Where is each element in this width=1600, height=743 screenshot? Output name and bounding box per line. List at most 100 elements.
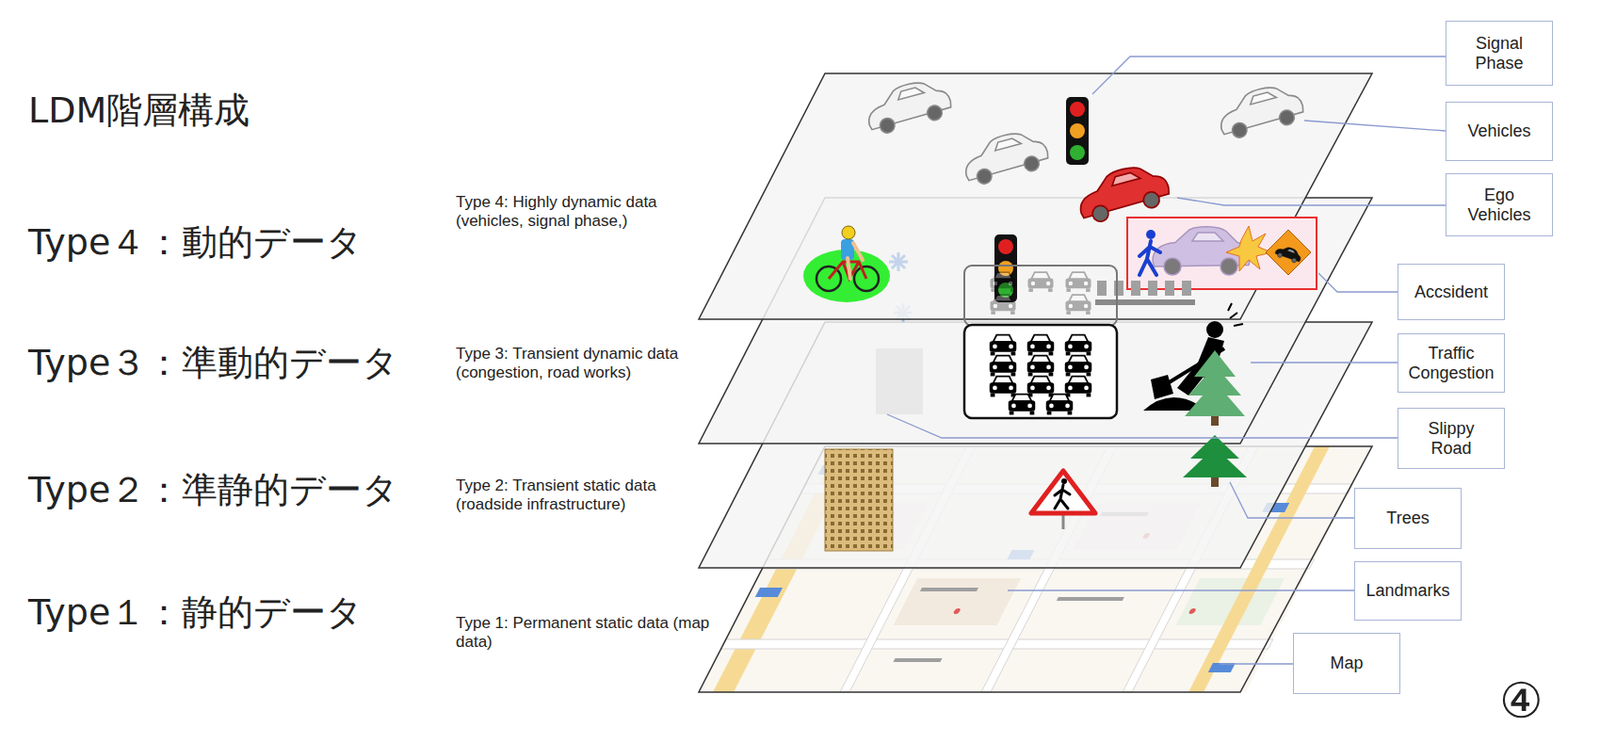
worker-head	[1206, 321, 1224, 339]
label-box: Slippy Road	[1397, 407, 1505, 469]
congestion-car	[1065, 376, 1093, 398]
sign-pole	[1062, 513, 1066, 530]
box-label: Trees	[1386, 508, 1429, 529]
layer-plane	[698, 73, 1373, 320]
ego-vehicle-icon	[1072, 159, 1173, 227]
rider-helmet	[841, 226, 856, 240]
crosswalk-stripe	[1147, 280, 1158, 296]
box-label: Ego Vehicles	[1454, 185, 1544, 225]
faded-car	[1028, 272, 1054, 292]
tree-icon	[1184, 381, 1245, 417]
rider-limbs	[847, 242, 863, 279]
traffic-light	[1066, 96, 1089, 165]
congestion-car	[1027, 376, 1055, 398]
layer-description: Type 2: Transient static data (roadside …	[455, 476, 720, 516]
label-box: Map	[1292, 632, 1401, 695]
layer-type-label: Type３：準動的データ	[28, 339, 399, 388]
leader-line	[1229, 482, 1355, 518]
light-amber	[1069, 123, 1085, 139]
crash-burst	[1226, 226, 1272, 272]
light-green	[1069, 145, 1085, 161]
crosswalk-stripe	[1164, 280, 1175, 296]
congestion-car	[1027, 335, 1055, 356]
leader-line	[1318, 273, 1398, 292]
light-red	[1069, 101, 1085, 117]
map-text-mark	[920, 587, 979, 592]
motion-marks	[1228, 303, 1244, 326]
map-text-mark	[1056, 597, 1125, 601]
layer-description: Type 4: Highly dynamic data (vehicles, s…	[455, 193, 706, 232]
snow-icon	[888, 252, 908, 272]
congestion-car	[989, 376, 1018, 398]
crosswalk-stripe	[1114, 280, 1124, 296]
leader-line	[887, 414, 1398, 438]
faded-car	[990, 294, 1017, 315]
crosswalk-base	[1095, 299, 1196, 306]
sign-pedestrian	[1054, 484, 1070, 509]
label-box: Traffic Congestion	[1397, 333, 1505, 393]
faded-car	[1066, 272, 1092, 292]
label-box: Trees	[1354, 487, 1462, 550]
box-label: Accsident	[1414, 282, 1488, 303]
leader-line	[1219, 662, 1293, 664]
faded-car	[990, 272, 1017, 292]
layer-type-label: Type１：静的データ	[28, 588, 363, 637]
box-label: Landmarks	[1365, 581, 1450, 601]
traffic-light	[994, 234, 1018, 303]
crosswalk-stripe	[1181, 280, 1192, 296]
label-box: Ego Vehicles	[1445, 173, 1553, 237]
layer-description: Type 1: Permanent static data (map data)	[455, 614, 715, 653]
crosswalk-stripe	[1097, 280, 1107, 296]
light-red	[998, 239, 1014, 255]
vehicle-icon	[958, 125, 1051, 188]
congestion-car	[989, 335, 1018, 356]
diagram-title: LDM階層構成	[28, 86, 250, 135]
layer-type-label: Type２：準静的データ	[28, 466, 399, 515]
map-block	[892, 578, 1021, 626]
sign-pedestrian-head	[1061, 478, 1067, 485]
leader-line	[1092, 56, 1446, 95]
pedestrian-icon	[1139, 241, 1161, 275]
vehicle-icon	[1213, 79, 1307, 142]
map-tag	[755, 587, 783, 598]
page-number: ④	[1499, 672, 1544, 729]
shovel-blade	[1150, 374, 1174, 400]
vehicle-icon	[861, 74, 954, 137]
congestion-car	[1065, 335, 1093, 356]
faded-building	[875, 348, 923, 415]
congestion-car	[1027, 355, 1055, 377]
label-box: Landmarks	[1354, 561, 1462, 621]
congestion-car	[1046, 394, 1074, 416]
layer-description: Type 3: Transient dynamic data (congesti…	[455, 344, 729, 384]
leader-line	[1007, 589, 1355, 591]
pedestrian-head	[1146, 229, 1156, 240]
congestion-icon	[964, 324, 1117, 419]
box-label: Signal Phase	[1454, 33, 1544, 73]
label-box: Accsident	[1397, 263, 1505, 321]
label-box: Vehicles	[1445, 101, 1553, 162]
box-label: Vehicles	[1467, 121, 1531, 142]
tree-icon	[1182, 447, 1247, 478]
leader-line	[1177, 197, 1446, 206]
building-icon	[824, 449, 893, 551]
map-road	[721, 639, 1274, 649]
congestion-car	[989, 355, 1018, 377]
map-text-mark	[892, 658, 942, 663]
accident-sign	[1265, 229, 1311, 275]
warning-sign	[1031, 470, 1096, 514]
crosswalk-stripe	[1131, 280, 1141, 296]
faded-car	[1066, 294, 1092, 315]
congestion-car	[1008, 394, 1036, 416]
congestion-faded-frame	[964, 265, 1117, 326]
accident-sign-car	[1274, 243, 1304, 265]
accident-frame	[1127, 217, 1317, 290]
leader-line	[1250, 361, 1398, 363]
box-label: Traffic Congestion	[1406, 343, 1496, 383]
map-dot	[1188, 608, 1197, 615]
box-label: Map	[1329, 653, 1363, 674]
layer-type-label: Type４：動的データ	[28, 218, 363, 267]
congestion-car	[1065, 355, 1093, 377]
